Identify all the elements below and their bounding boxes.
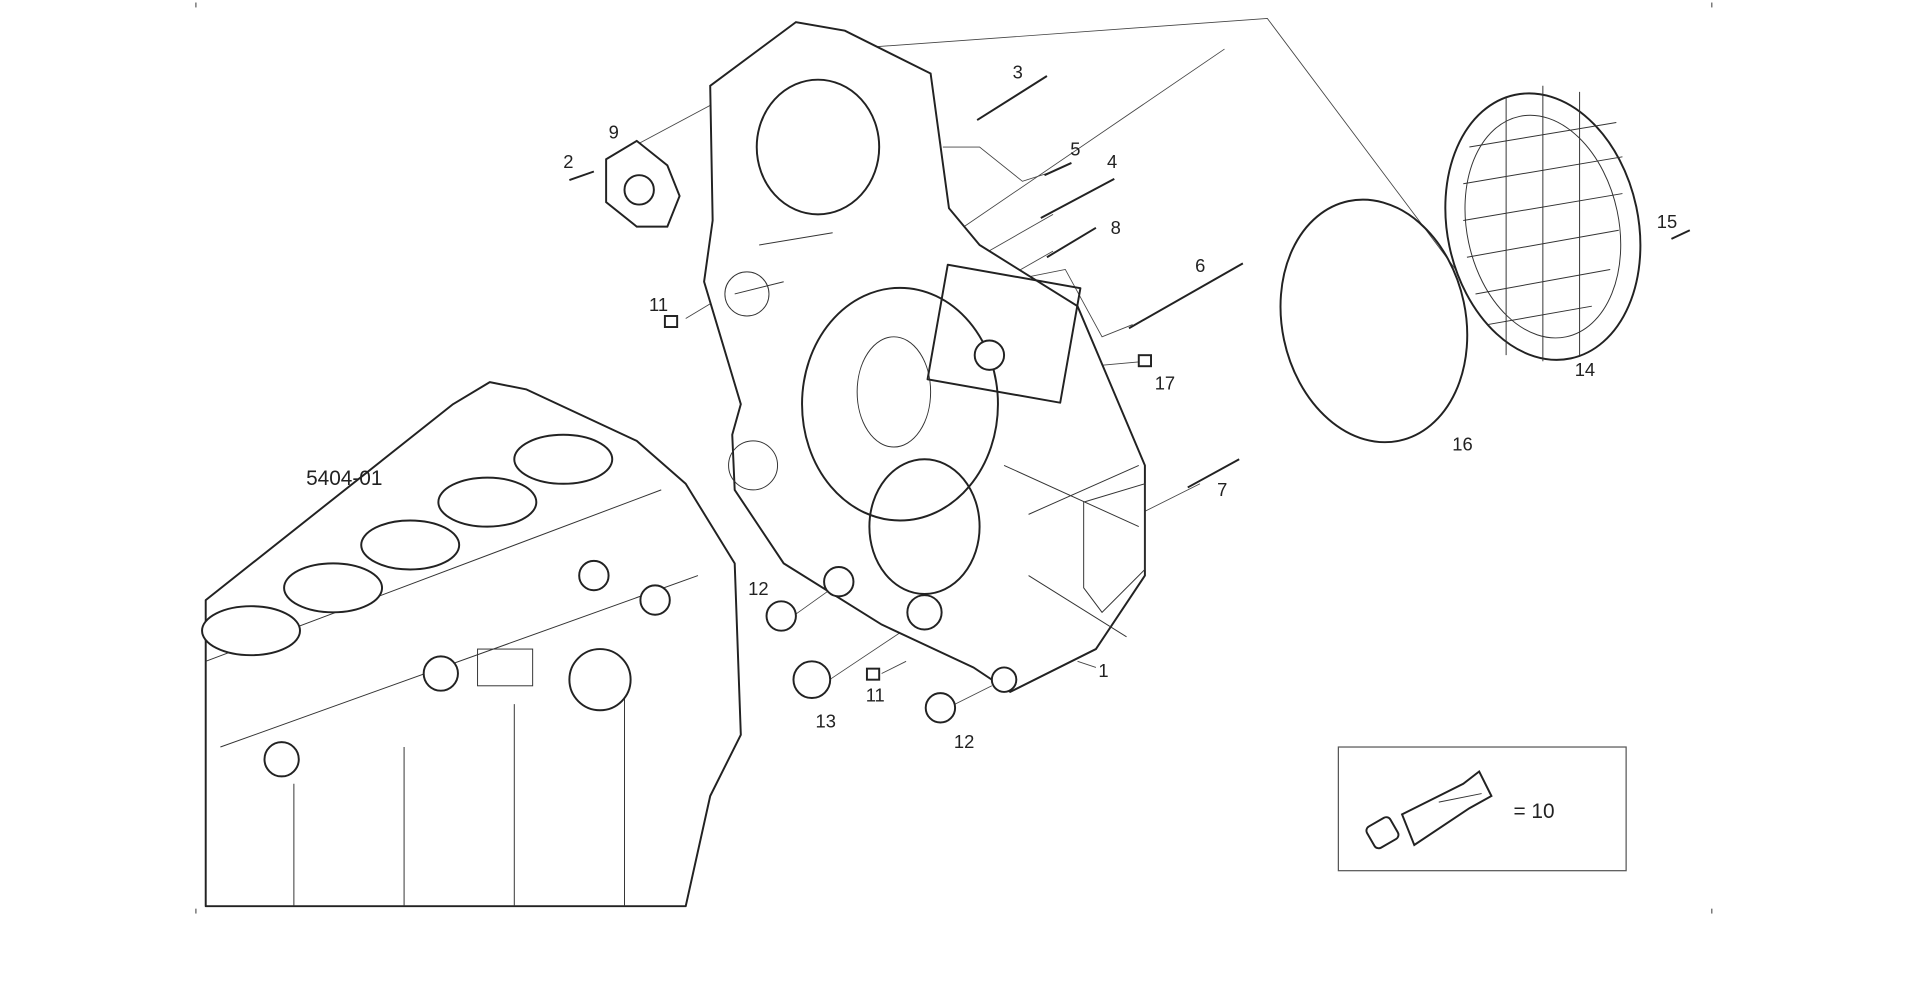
callout-4: 4	[1107, 151, 1117, 172]
bolt-15	[1671, 229, 1691, 240]
reference-label: 5404-01	[306, 467, 382, 490]
callout-3: 3	[1013, 61, 1023, 82]
crop-marks	[195, 2, 1713, 914]
callout-9: 9	[609, 121, 619, 142]
callout-5: 5	[1070, 139, 1080, 160]
cover-14	[1444, 85, 1642, 362]
callout-7: 7	[1217, 479, 1227, 500]
callout-17: 17	[1155, 372, 1175, 393]
callout-12: 12	[748, 578, 768, 599]
small-parts	[663, 315, 1152, 724]
callout-1: 1	[1098, 660, 1108, 681]
callout-16: 16	[1452, 434, 1472, 455]
callout-12b: 12	[954, 731, 974, 752]
plug-13	[792, 660, 832, 700]
plug-11	[865, 667, 881, 681]
callout-11: 11	[649, 294, 668, 315]
callout-13: 13	[816, 710, 836, 731]
bolt-7	[1187, 458, 1240, 489]
callout-8: 8	[1111, 217, 1121, 238]
plug-11	[663, 315, 679, 328]
bolts	[569, 75, 1691, 489]
engine-block	[201, 381, 742, 908]
callout-2: 2	[563, 151, 573, 172]
bolt-2	[569, 170, 595, 182]
callout-15: 15	[1657, 211, 1677, 232]
bolt-3	[976, 75, 1048, 121]
bolt-8	[1046, 226, 1097, 259]
bearing-plate-9	[605, 139, 681, 228]
plug-17	[1137, 354, 1152, 368]
gear-housing	[703, 21, 1146, 694]
legend-text: = 10	[1513, 800, 1554, 823]
callout-14: 14	[1575, 359, 1595, 380]
seal-12	[765, 600, 797, 632]
callout-6: 6	[1195, 255, 1205, 276]
callout-labels: 3 9 2 5 4 8 6 11 17 16 14 15 7 5404-01 1…	[306, 61, 1677, 752]
bolt-6	[1128, 262, 1244, 330]
sealant-tube-icon	[1365, 770, 1493, 850]
bolt-4	[1040, 177, 1115, 219]
o-ring-16	[1279, 198, 1469, 444]
bolt-5	[1044, 162, 1072, 177]
legend-box: = 10	[1337, 746, 1627, 872]
leader-lines	[636, 18, 1507, 711]
callout-11b: 11	[866, 685, 885, 706]
seal-12	[924, 692, 957, 724]
